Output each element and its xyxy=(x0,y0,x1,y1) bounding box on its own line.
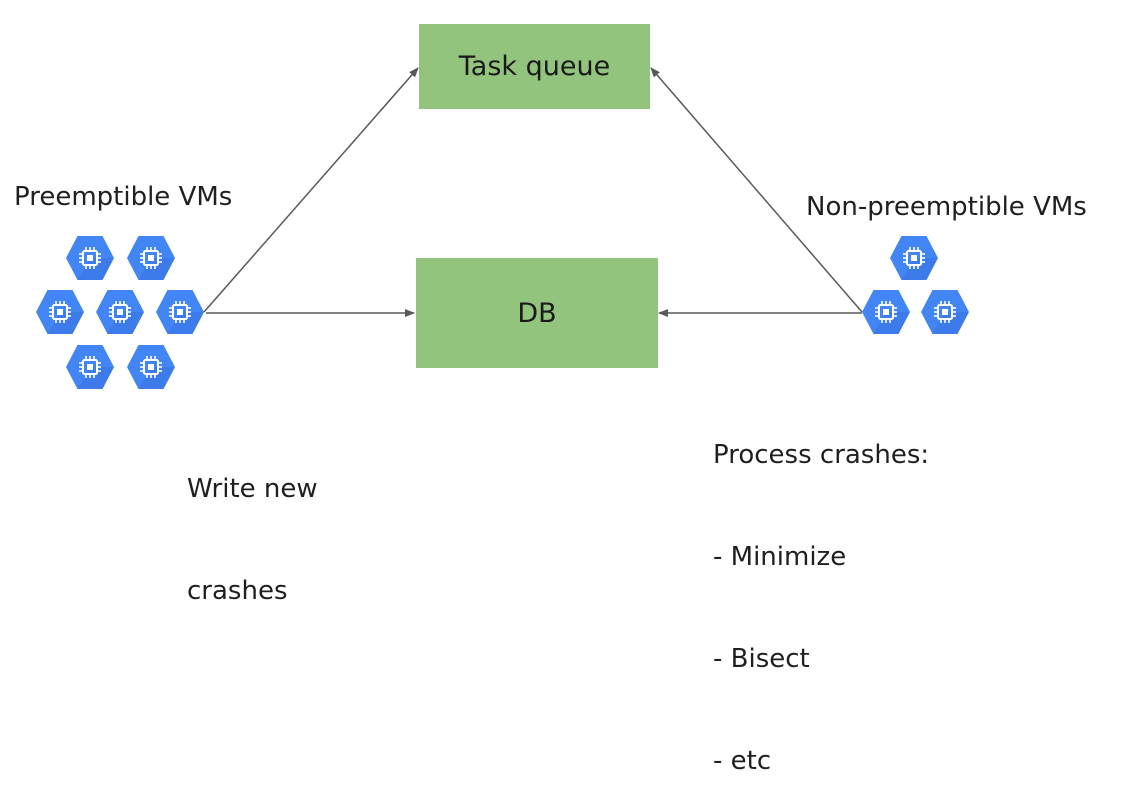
nonpre-vm-icon xyxy=(889,235,939,281)
process-crashes-item-etc: - etc xyxy=(713,746,772,776)
nonpre-vm-icon xyxy=(920,289,970,335)
write-new-crashes-label: Write new crashes xyxy=(187,404,318,642)
db-box: DB xyxy=(416,258,658,368)
pre-vm-icon xyxy=(65,235,115,281)
write-new-crashes-line-2: crashes xyxy=(187,576,288,606)
write-new-crashes-line-1: Write new xyxy=(187,474,318,504)
nonpre-vm-icon xyxy=(861,289,911,335)
pre-vm-icon xyxy=(155,289,205,335)
pre-vm-icon xyxy=(95,289,145,335)
non-preemptible-vms-label: Non-preemptible VMs xyxy=(806,192,1087,222)
preemptible-vms-label: Preemptible VMs xyxy=(14,182,233,212)
process-crashes-label: Process crashes: - Minimize - Bisect - e… xyxy=(713,370,929,812)
pre-vm-icon xyxy=(65,344,115,390)
process-crashes-item-minimize: - Minimize xyxy=(713,542,847,572)
arrow-nonpre-to-taskqueue xyxy=(650,67,863,313)
pre-vm-icon xyxy=(126,344,176,390)
process-crashes-heading: Process crashes: xyxy=(713,440,930,470)
pre-vm-icon xyxy=(126,235,176,281)
task-queue-label: Task queue xyxy=(458,51,611,82)
pre-vm-icon xyxy=(35,289,85,335)
task-queue-box: Task queue xyxy=(419,24,650,109)
arrow-pre-to-taskqueue xyxy=(203,67,419,313)
db-label: DB xyxy=(517,297,557,329)
diagram-canvas xyxy=(203,67,863,317)
process-crashes-item-bisect: - Bisect xyxy=(713,644,810,674)
